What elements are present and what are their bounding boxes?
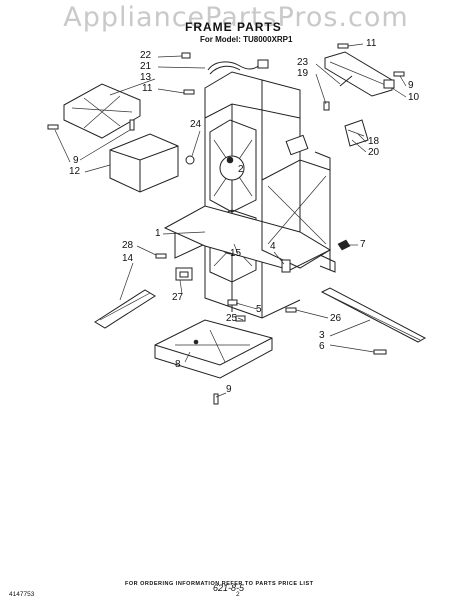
- block-part-27-drawing: [175, 267, 193, 281]
- callout-11-right: 11: [366, 38, 377, 49]
- callout-21: 21: [140, 61, 152, 72]
- callout-28: 28: [122, 240, 134, 251]
- callout-1: 1: [155, 228, 161, 239]
- frame-column-drawing: [163, 71, 332, 319]
- leader-lines: [54, 43, 407, 398]
- callout-10: 10: [408, 92, 420, 103]
- callout-14: 14: [122, 253, 134, 264]
- base-pan-part-8-drawing: [154, 319, 273, 379]
- side-frame-drawing: [261, 134, 336, 273]
- harness-part-21-drawing: [181, 52, 269, 75]
- callout-12: 12: [69, 166, 81, 177]
- callout-3: 3: [319, 330, 325, 341]
- callout-5: 5: [256, 304, 262, 315]
- callout-25: 25: [226, 313, 238, 324]
- callout-11-left: 11: [142, 83, 153, 94]
- fasteners-drawing: [47, 43, 405, 405]
- callout-13: 13: [140, 72, 152, 83]
- upper-bracket-drawing: [324, 51, 395, 97]
- plate-part-13-drawing: [63, 83, 141, 139]
- ordering-note: FOR ORDERING INFORMATION REFER TO PARTS …: [125, 581, 314, 587]
- page-number: 2: [236, 591, 240, 598]
- callout-7: 7: [360, 239, 366, 250]
- callout-6: 6: [319, 341, 325, 352]
- model-line: For Model: TU8000XRP1: [200, 35, 293, 44]
- callout-26: 26: [330, 313, 342, 324]
- page-title: FRAME PARTS: [185, 20, 282, 34]
- watermark: AppliancePartsPros.com: [63, 2, 409, 33]
- bar-part-14-drawing: [94, 289, 156, 329]
- callout-27: 27: [172, 292, 184, 303]
- callout-22: 22: [140, 50, 152, 61]
- rail-part-3-drawing: [320, 287, 427, 343]
- handwritten-code: 621-8-5: [213, 583, 245, 593]
- cover-part-12-drawing: [109, 133, 179, 193]
- document-part-number: 4147753: [9, 591, 35, 598]
- callout-15: 15: [230, 248, 242, 259]
- callout-9-left: 9: [73, 155, 79, 166]
- callout-2: 2: [238, 164, 244, 175]
- bracket-part-18-drawing: [344, 119, 369, 147]
- callout-20: 20: [368, 147, 380, 158]
- callout-24: 24: [190, 119, 202, 130]
- callout-23: 23: [297, 57, 309, 68]
- callout-9-bottom: 9: [226, 384, 232, 395]
- callout-8: 8: [175, 359, 181, 370]
- callout-4: 4: [270, 241, 276, 252]
- callout-19: 19: [297, 68, 309, 79]
- callout-18: 18: [368, 136, 380, 147]
- callout-9-right: 9: [408, 80, 414, 91]
